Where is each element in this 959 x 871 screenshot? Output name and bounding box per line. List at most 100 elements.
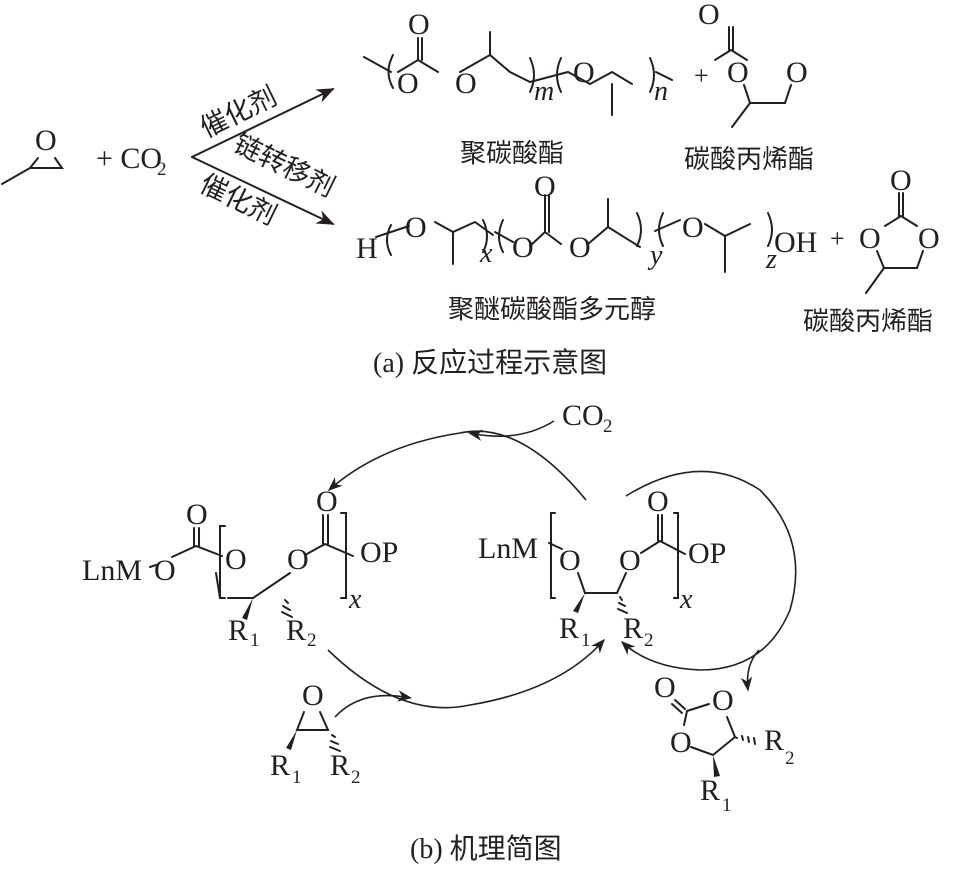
co2-to-left-species-arrow: [327, 430, 587, 501]
co2-subscript: 2: [157, 159, 167, 180]
cc-bonds: [671, 699, 738, 757]
right-oxygen-1: O: [559, 544, 581, 577]
ether-oxygen: O: [573, 56, 595, 89]
terminal-oh: OH: [774, 226, 817, 259]
plus-sign-bottom: +: [830, 224, 845, 253]
cc-ring-oxygen-1: O: [712, 684, 734, 717]
pc-top-bonds: [714, 26, 792, 128]
bracket-open-n: [556, 57, 562, 93]
pc-top-ring-oxygen-2: O: [786, 56, 808, 89]
left-bracket-close: [340, 512, 347, 599]
epoxide-b-r1: R: [270, 749, 290, 782]
bracket-close-m: [529, 57, 535, 93]
polycarbonate-label: 聚碳酸酯: [460, 139, 564, 169]
pc-bottom-bonds: [865, 192, 924, 294]
plus-sign-top: +: [694, 61, 709, 90]
left-wedge-bond: [242, 598, 253, 620]
bracket-open-x: [386, 224, 392, 256]
left-hash-bond: [281, 599, 293, 618]
left-bracket-open: [219, 525, 226, 599]
co2-label-subscript: 2: [603, 416, 613, 437]
left-r1-sub: 1: [250, 630, 260, 651]
cyclic-carbonate-release-arrow: [740, 649, 760, 692]
bracket-open: [387, 54, 394, 89]
co2-label: CO: [562, 399, 604, 432]
panel-a: O + CO 2 催化剂 链转移剂 催化剂 O O O O m n 聚碳酸酯 +: [1, 0, 940, 379]
propylene-carbonate-top: O O O 碳酸丙烯酯: [684, 0, 814, 175]
polycarbonate-structure: O O O O m n 聚碳酸酯: [363, 8, 673, 169]
right-r1: R: [559, 612, 579, 645]
epoxide-b-wedge: [286, 730, 297, 750]
polyol-ester-oxygen-2: O: [569, 231, 591, 264]
cc-r2: R: [764, 724, 784, 757]
panel-b-cyclic-carbonate: O O O R 2 R 1: [654, 671, 795, 816]
left-carbonyl-oxygen-2: O: [316, 485, 338, 518]
pc-top-carbonyl-oxygen: O: [698, 0, 720, 31]
cc-carbonyl-oxygen: O: [654, 671, 676, 704]
epoxide-b-hash: [329, 734, 341, 752]
propylene-carbonate-bottom: O O O 碳酸丙烯酯: [803, 164, 940, 337]
epoxide-bonds: [1, 157, 64, 185]
left-oxygen-1: O: [154, 554, 176, 587]
cc-hash-bond: [741, 735, 756, 745]
right-bracket-open: [550, 512, 556, 599]
plus-co2-label: + CO: [96, 142, 162, 175]
left-op-label: OP: [360, 536, 398, 569]
cc-wedge-bond: [713, 755, 720, 777]
subscript-z: z: [765, 244, 777, 275]
pc-bottom-ring-oxygen-2: O: [918, 222, 940, 255]
epoxide-oxygen: O: [35, 124, 57, 157]
epoxide-insertion-arrow: [334, 690, 413, 718]
cc-r2-sub: 2: [785, 748, 795, 769]
cc-r1: R: [700, 774, 720, 807]
right-metal-label: LnM: [478, 532, 538, 565]
polyol-ether-oxygen-2: O: [682, 211, 704, 244]
left-species-bonds: [149, 514, 354, 599]
left-carbonyl-oxygen-1: O: [186, 498, 208, 531]
panel-b: CO 2 LnM O O O O O OP x R 1 R 2: [82, 399, 797, 865]
polyol-carbonyl-oxygen: O: [534, 170, 556, 203]
polyol-bonds: [375, 194, 773, 273]
epoxide-b-r1-sub: 1: [292, 767, 302, 788]
right-carbonyl-oxygen: O: [647, 485, 669, 518]
pc-bottom-ring-oxygen-1: O: [859, 222, 881, 255]
right-alkoxide-species: LnM O O O OP x R 1 R 2: [478, 485, 726, 651]
panel-b-epoxide: O R 1 R 2: [270, 679, 361, 788]
arrow-to-polyol: [191, 156, 335, 225]
epoxide-b-bonds: [295, 711, 330, 731]
backbiting-loop-arrow: [620, 470, 797, 671]
arrow-to-polycarbonate: [191, 88, 335, 158]
left-repeat-x: x: [348, 584, 362, 615]
cc-r1-sub: 1: [722, 795, 732, 816]
right-bracket-close: [673, 512, 679, 599]
polyol-ester-oxygen-1: O: [512, 231, 534, 264]
propagation-arrow: [327, 638, 605, 709]
co2-reactant: + CO 2: [96, 142, 167, 180]
left-metal-label: LnM: [82, 554, 142, 587]
polyether-carbonate-polyol-structure: H O O O O O OH x y z 聚醚碳酸酯多元醇: [356, 170, 817, 325]
right-hash-bond: [617, 596, 628, 614]
epoxide-b-oxygen: O: [302, 679, 324, 712]
co2-insertion-arrow: [467, 420, 555, 441]
polycarbonate-bonds: [363, 31, 673, 116]
left-oxygen-2: O: [225, 543, 247, 576]
right-r2: R: [623, 612, 643, 645]
carbonyl-oxygen: O: [408, 8, 430, 41]
right-r2-sub: 2: [644, 630, 654, 651]
left-carbonate-species: LnM O O O O O OP x R 1 R 2: [82, 485, 398, 651]
cc-ring-oxygen-2: O: [670, 726, 692, 759]
left-r2: R: [286, 614, 306, 647]
panel-b-caption: (b) 机理简图: [410, 833, 562, 865]
propylene-carbonate-label-bottom: 碳酸丙烯酯: [803, 307, 933, 337]
ester-oxygen-2: O: [455, 67, 477, 100]
subscript-m: m: [534, 76, 554, 107]
left-r2-sub: 2: [307, 630, 317, 651]
pc-top-ring-oxygen-1: O: [727, 56, 749, 89]
left-oxygen-3: O: [287, 543, 309, 576]
subscript-y: y: [647, 240, 663, 271]
propylene-carbonate-label-top: 碳酸丙烯酯: [684, 145, 814, 175]
right-species-bonds: [577, 514, 686, 594]
ester-oxygen-1: O: [397, 67, 419, 100]
